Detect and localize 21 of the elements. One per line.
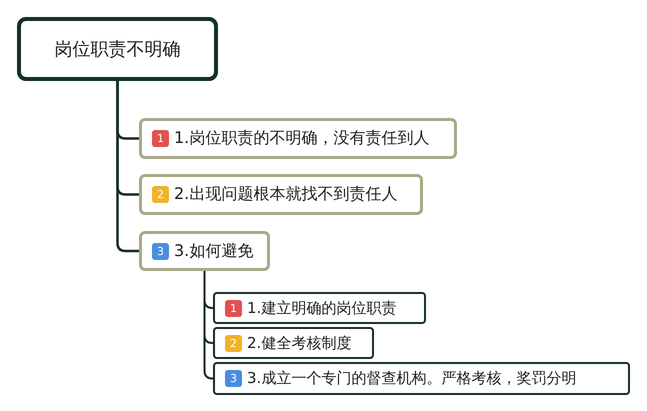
topic-box (213, 362, 630, 395)
topic-box (213, 327, 374, 359)
topic-text: 1.岗位职责的不明确，没有责任到人 (174, 128, 430, 149)
number-badge: 1 (152, 130, 169, 147)
number-badge: 3 (152, 242, 169, 260)
topic-text: 2.健全考核制度 (247, 334, 352, 352)
topic-box (139, 118, 457, 159)
number-badge: 2 (152, 186, 169, 203)
topic-box (139, 174, 423, 215)
topic-text: 3.如何避免 (174, 240, 254, 262)
number-badge: 3 (225, 370, 242, 387)
number-badge: 2 (225, 334, 242, 352)
number-badge: 1 (225, 300, 242, 316)
topic-box (139, 231, 270, 271)
topic-text: 3.成立一个专门的督查机构。严格考核，奖罚分明 (247, 369, 576, 388)
topic-text: 1.建立明确的岗位职责 (247, 298, 396, 318)
topic-text: 岗位职责不明确 (54, 38, 180, 61)
topic-box (17, 17, 218, 81)
topic-box (213, 292, 426, 324)
topic-text: 2.出现问题根本就找不到责任人 (174, 184, 398, 205)
connector-line (116, 81, 139, 252)
